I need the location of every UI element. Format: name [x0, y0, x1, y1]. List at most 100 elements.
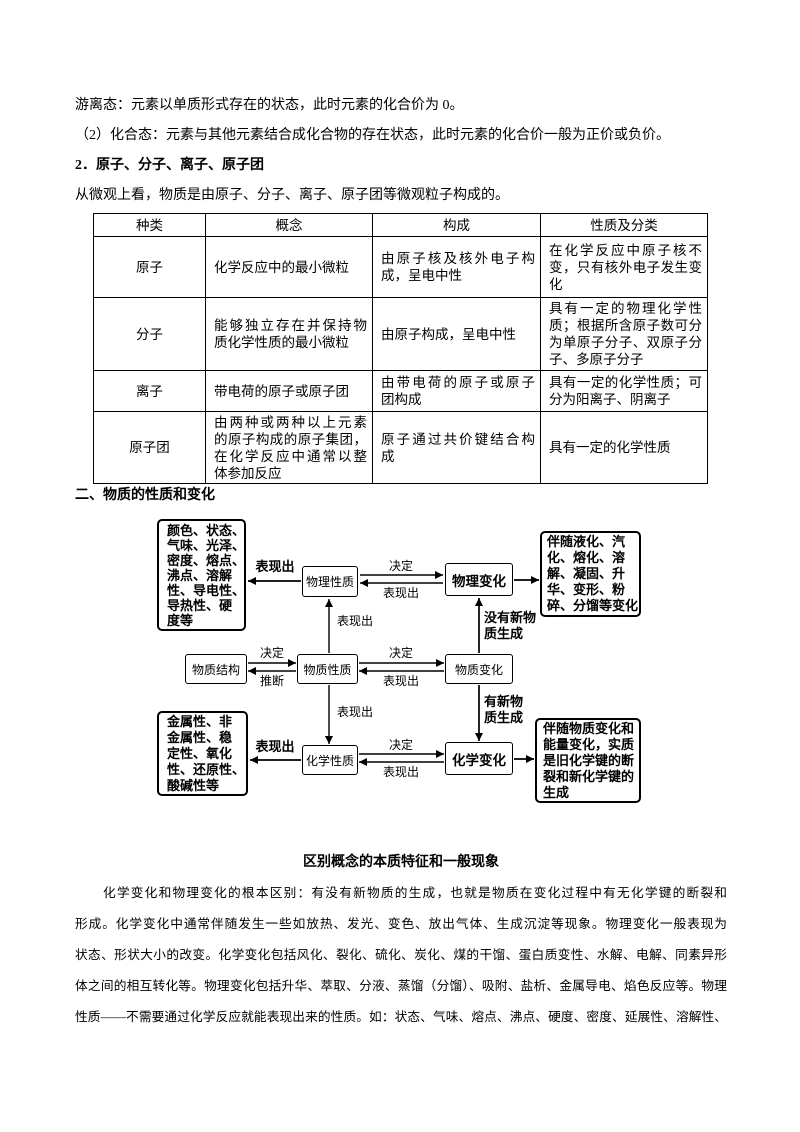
cell-line: 质化学性质的最小微粒 [214, 335, 349, 350]
cell-properties: 在化学反应中原子核不 变，只有核外电子发生变 化 [540, 236, 708, 298]
box-line: 裂和新化学键的 [543, 768, 635, 784]
label-line: 没有新物 [484, 610, 537, 625]
label-structure-determines-property: 决定 [259, 646, 284, 660]
cell-line: 带电荷的原子或原子团 [214, 383, 349, 399]
chemical-change-examples-box: 伴随物质变化和 能量变化，实质 是旧化学键的断 裂和新化学键的 生成 [535, 718, 641, 803]
change-node: 物质变化 [445, 654, 513, 684]
free-state-line: 游离态：元素以单质形式存在的状态，此时元素的化合价为 0。 [75, 98, 464, 113]
label-chem-prop-shows-examples: 表现出 [255, 739, 295, 754]
structure-node: 物质结构 [185, 654, 247, 684]
particles-table: 种类 概念 构成 性质及分类 原子 化学反应中的最小微粒 由原子核及核外电子构 … [93, 213, 708, 484]
box-line: 性、还原性、 [167, 761, 246, 777]
table-header-row: 种类 概念 构成 性质及分类 [93, 213, 708, 237]
box-line: 生成 [543, 784, 570, 800]
box-line: 酸碱性等 [167, 777, 220, 793]
cell-line: 具有一定的化学性质；可 [549, 375, 702, 390]
cell-concept: 由两种或两种以上元素 的原子构成的原子集团， 在化学反应中通常以整 体参加反应 [205, 411, 373, 484]
box-line: 是旧化学键的断 [543, 752, 635, 768]
box-line: 伴随物质变化和 [543, 720, 635, 736]
cell-concept: 化学反应中的最小微粒 [205, 236, 373, 298]
cell-line: 为单原子分子、双原子分 [549, 335, 702, 350]
section-heading-properties-changes: 二、物质的性质和变化 [75, 488, 215, 503]
cell-kind: 原子团 [93, 411, 206, 484]
box-line: 解、凝固、升 [547, 566, 626, 581]
label-chem-prop-determines-chem-change: 决定 [388, 738, 413, 752]
label-line: 质生成 [484, 710, 524, 725]
cell-concept: 能够独立存在并保持物 质化学性质的最小微粒 [205, 297, 373, 371]
cell-line: 体参加反应 [214, 465, 282, 481]
cell-line: 质；根据所含原子数可分 [549, 318, 702, 333]
header-composition: 构成 [372, 213, 541, 237]
label-property-shows-chem-prop: 表现出 [336, 705, 373, 719]
cell-kind: 离子 [93, 370, 206, 412]
label-change-shows-property: 表现出 [382, 674, 419, 688]
cell-line: 在化学反应中通常以整 [214, 448, 367, 464]
cell-line: 能够独立存在并保持物 [214, 318, 367, 333]
cell-line: 成，呈电中性 [381, 268, 462, 283]
label-phys-change-shows-phys-prop: 表现出 [382, 586, 419, 600]
physical-property-node: 物理性质 [302, 566, 358, 597]
property-node: 物质性质 [297, 654, 358, 684]
cell-properties: 具有一定的化学性质 [540, 411, 708, 484]
cell-line: 由带电荷的原子或原子 [381, 375, 535, 390]
box-line: 度等 [167, 612, 194, 628]
cell-concept: 带电荷的原子或原子团 [205, 370, 373, 412]
table-row: 原子团 由两种或两种以上元素 的原子构成的原子集团， 在化学反应中通常以整 体参… [93, 411, 708, 484]
header-kind: 种类 [93, 213, 206, 237]
physical-change-node: 物理变化 [445, 563, 513, 596]
box-line: 沸点、溶解 [167, 567, 233, 583]
label-line: 质生成 [484, 626, 524, 641]
label-property-shows-phys-prop: 表现出 [336, 614, 373, 628]
cell-line: 由原子构成，呈电中性 [381, 326, 516, 342]
chemical-change-node: 化学变化 [445, 742, 513, 775]
box-line: 导热性、硬 [167, 597, 233, 613]
property-change-diagram: 颜色、状态、 气味、光泽、 密度、熔点、 沸点、溶解 性、导电性、 导热性、硬 … [150, 510, 645, 810]
table-row: 离子 带电荷的原子或原子团 由带电荷的原子或原子 团构成 具有一定的化学性质；可… [93, 370, 708, 412]
box-line: 颜色、状态、 [167, 522, 246, 538]
label-no-new-substance: 没有新物 质生成 [484, 610, 536, 642]
table-row: 原子 化学反应中的最小微粒 由原子核及核外电子构 成，呈电中性 在化学反应中原子… [93, 236, 708, 298]
box-line: 碎、分馏等变化 [547, 598, 639, 613]
cell-line: 化学反应中的最小微粒 [214, 259, 349, 275]
cell-line: 成 [381, 448, 395, 464]
micro-view-line: 从微观上看，物质是由原子、分子、离子、原子团等微观粒子构成的。 [75, 188, 509, 203]
box-line: 气味、光泽、 [167, 537, 246, 553]
paragraph-line: 化学变化和物理变化的根本区别：有没有新物质的生成，也就是物质在变化过程中有无化学… [103, 886, 727, 900]
paragraph-line: 性质——不需要通过化学反应就能表现出来的性质。如：状态、气味、熔点、沸点、硬度、… [75, 1010, 727, 1024]
header-concept: 概念 [205, 213, 373, 237]
label-property-infers-structure: 推断 [259, 674, 284, 688]
cell-line: 具有一定的化学性质 [549, 440, 671, 455]
physical-change-examples-box: 伴随液化、汽 化、熔化、溶 解、凝固、升 华、变形、粉 碎、分馏等变化 [540, 531, 641, 617]
cell-properties: 具有一定的化学性质；可 分为阳离子、阴离子 [540, 370, 708, 412]
box-line: 金属性、稳 [167, 729, 233, 745]
cell-composition: 原子通过共价键结合构 成 [372, 411, 541, 484]
cell-properties: 具有一定的物理化学性 质；根据所含原子数可分 为单原子分子、双原子分 子、多原子… [540, 297, 708, 371]
cell-kind: 分子 [93, 297, 206, 371]
cell-composition: 由原子核及核外电子构 成，呈电中性 [372, 236, 541, 298]
cell-line: 变，只有核外电子发生变 [549, 259, 702, 275]
cell-line: 团构成 [381, 392, 422, 407]
cell-line: 分为阳离子、阴离子 [549, 392, 671, 407]
table-row: 分子 能够独立存在并保持物 质化学性质的最小微粒 由原子构成，呈电中性 具有一定… [93, 297, 708, 371]
physical-property-examples-box: 颜色、状态、 气味、光泽、 密度、熔点、 沸点、溶解 性、导电性、 导热性、硬 … [157, 519, 246, 631]
label-new-substance: 有新物 质生成 [484, 694, 523, 726]
label-chem-change-shows-chem-prop: 表现出 [382, 765, 419, 779]
paragraph-line: 状态、形状大小的改变。化学变化包括风化、裂化、硫化、炭化、煤的干馏、蛋白质变性、… [75, 948, 727, 962]
box-line: 能量变化，实质 [543, 736, 635, 752]
cell-line: 化 [549, 276, 563, 292]
box-line: 伴随液化、汽 [547, 534, 626, 549]
label-line: 有新物 [484, 694, 524, 709]
box-line: 密度、熔点、 [167, 552, 246, 568]
chemical-property-examples-box: 金属性、非 金属性、稳 定性、氧化 性、还原性、 酸碱性等 [157, 711, 248, 796]
cell-line: 的原子构成的原子集团， [214, 431, 367, 447]
label-property-determines-change: 决定 [388, 646, 413, 660]
box-line: 定性、氧化 [167, 745, 233, 761]
cell-line: 由两种或两种以上元素 [214, 414, 367, 430]
paragraph-line: 体之间的相互转化等。物理变化包括升华、萃取、分液、蒸馏（分馏）、吸附、盐析、金属… [75, 979, 727, 993]
cell-kind: 原子 [93, 236, 206, 298]
cell-line: 具有一定的物理化学性 [549, 301, 702, 316]
cell-line: 原子通过共价键结合构 [381, 431, 535, 447]
label-phys-prop-determines-phys-change: 决定 [388, 559, 413, 573]
cell-composition: 由原子构成，呈电中性 [372, 297, 541, 371]
combined-state-line: （2）化合态：元素与其他元素结合成化合物的存在状态，此时元素的化合价一般为正价或… [75, 128, 670, 143]
